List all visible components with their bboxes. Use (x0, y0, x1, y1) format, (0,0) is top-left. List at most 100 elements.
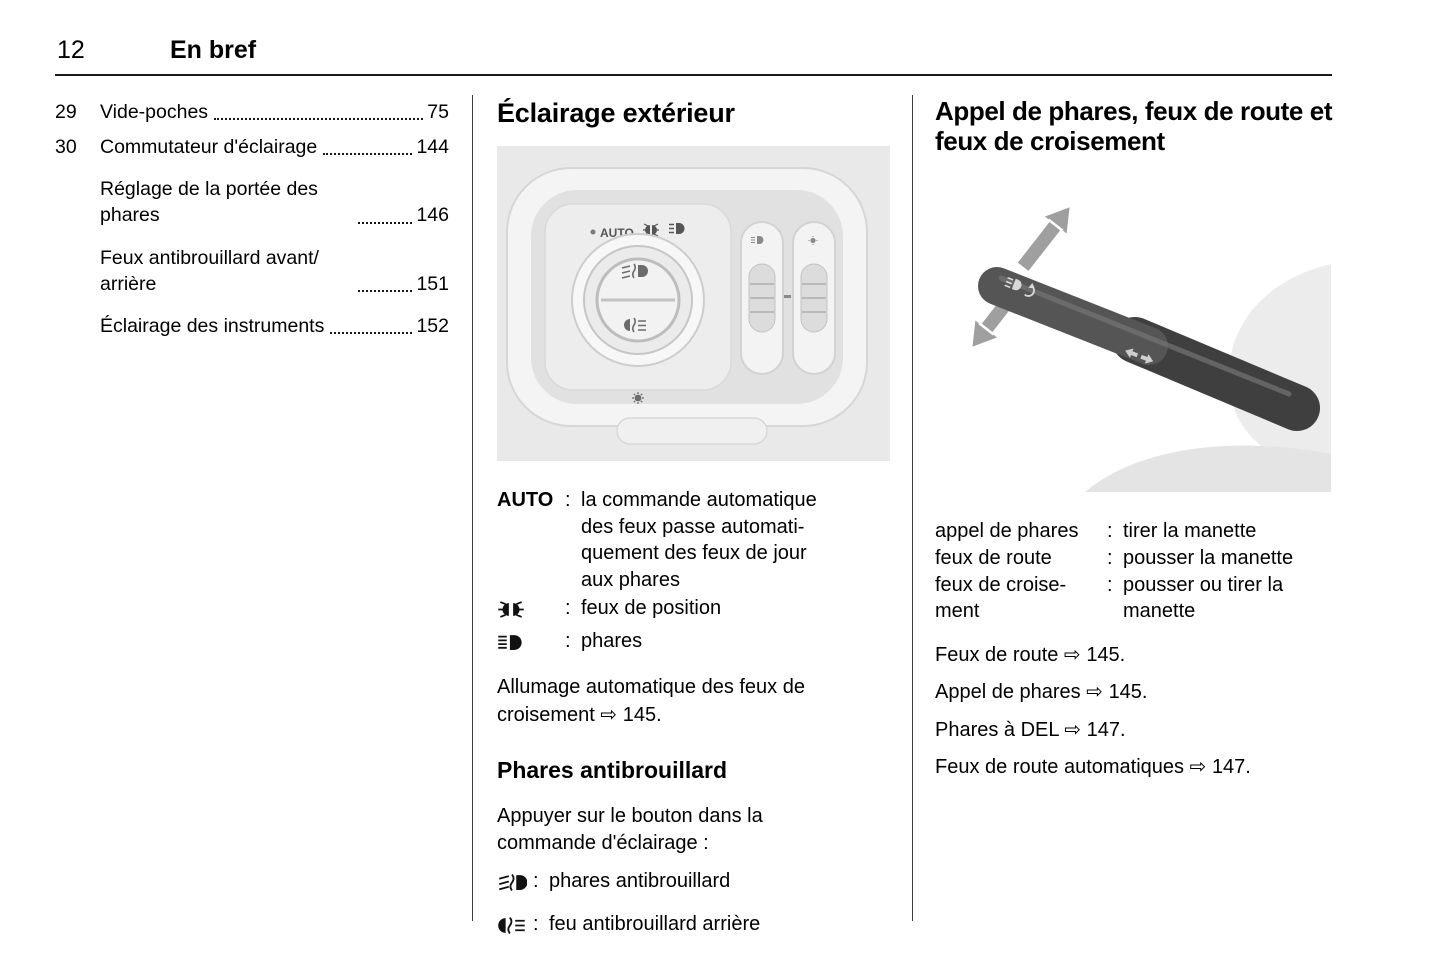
minus-marking (784, 294, 791, 298)
reference-label: Appel de phares (935, 681, 1081, 704)
reference-line: Feux de route ⇨ 145. (935, 641, 1335, 669)
toc-label: Éclairage des instruments (100, 314, 325, 337)
dimmer-thumbwheel (800, 263, 828, 333)
section-heading: Appel de phares, feux de route et feux d… (935, 96, 1333, 157)
toc-page-ref: 75 (427, 101, 449, 123)
toc-entry: 30 Commutateur d'éclairage 144 (55, 134, 449, 160)
reference-page: 145. (1108, 681, 1148, 704)
leader-dots (358, 289, 413, 292)
exterior-lighting-section: Éclairage extérieur AUTO (497, 96, 891, 944)
toc-entry: 29 Vide-poches 75 (55, 99, 449, 125)
pull-arrow-icon (1014, 204, 1073, 275)
turn-signal-arrows-icon (1125, 348, 1154, 364)
auto-low-beam-paragraph: Allumage automatique des feux de croisem… (497, 674, 879, 728)
illumination-icon (632, 391, 644, 404)
toc-entry: Réglage de la portée des phares 146 (55, 176, 449, 228)
reference-line: Appel de phares ⇨ 145. (935, 678, 1335, 706)
reference-label: Feux de route (935, 643, 1059, 666)
leader-dots (323, 153, 413, 156)
toc-page-ref: 146 (416, 204, 449, 227)
definition-row-high-beam: feux de route : pousser la manette (935, 545, 1335, 572)
page-reference-arrow-icon: ⇨ (1063, 641, 1081, 666)
definition-desc: pousser la manette (1123, 546, 1294, 569)
toc-page-ref: 152 (416, 314, 449, 337)
definition-row-rear-fog: : feu antibrouillard arrière (497, 911, 891, 942)
page-references: Feux de route ⇨ 145. Appel de phares ⇨ 1… (935, 641, 1335, 781)
definition-desc: phares antibrouillard (549, 870, 731, 893)
toc-label: Réglage de la portée des phares (100, 178, 318, 227)
reference-page: 147. (1211, 756, 1251, 779)
column-divider-left (472, 95, 473, 921)
headlights-icon (497, 628, 565, 659)
position-lights-icon (497, 595, 565, 626)
definition-desc: feux de position (581, 597, 722, 620)
reference-line: Phares à DEL ⇨ 147. (935, 716, 1335, 744)
definition-colon: : (533, 913, 539, 936)
definition-row-low-beam: feux de croise- ment : pousser ou tirer … (935, 572, 1335, 625)
beam-controls-section: Appel de phares, feux de route et feux d… (935, 96, 1335, 791)
reference-label: Phares à DEL (935, 718, 1059, 741)
definition-colon: : (1107, 520, 1113, 543)
definition-term: feux de route (935, 546, 1052, 569)
definition-desc: la commande automatique des feux passe a… (581, 488, 817, 591)
leader-dots (358, 221, 413, 224)
definition-row-front-fog: : phares antibrouillard (497, 868, 891, 899)
page-reference-arrow-icon: ⇨ (1086, 679, 1103, 704)
definition-row-headlights: : phares (497, 628, 891, 659)
definition-desc: tirer la manette (1123, 520, 1257, 543)
headlights-marking-icon (669, 222, 685, 234)
reference-page: 145. (1086, 643, 1126, 666)
turn-signal-stalk-figure (935, 168, 1331, 493)
position-lights-marking-icon (643, 223, 659, 237)
light-switch-figure: AUTO (497, 145, 890, 461)
page-reference-arrow-icon: ⇨ (1064, 716, 1082, 741)
definition-colon: : (565, 629, 571, 652)
toc-column: 29 Vide-poches 75 30 Commutateur d'éclai… (55, 99, 449, 348)
definition-desc: feu antibrouillard arrière (549, 913, 761, 936)
paragraph-text: Allumage automatique des feux de croisem… (497, 676, 805, 727)
definition-colon: : (565, 488, 571, 511)
definition-colon: : (1107, 546, 1113, 569)
toc-page-ref: 144 (416, 136, 449, 159)
page-header: 12 En bref (57, 36, 256, 65)
definition-term: AUTO (497, 488, 554, 511)
definition-term: appel de phares (935, 520, 1079, 543)
definition-term: feux de croise- ment (935, 573, 1067, 623)
reference-label: Feux de route automatiques (935, 756, 1185, 779)
page-reference-arrow-icon: ⇨ (600, 702, 618, 727)
page-reference-arrow-icon: ⇨ (1189, 754, 1207, 779)
definition-row-auto: AUTO : la commande automatique des feux … (497, 487, 891, 593)
leader-dots (330, 331, 413, 334)
definition-row-position-lights: : feux de position (497, 595, 891, 626)
dimmer-marking-icon (808, 235, 818, 245)
leveling-thumbwheel (748, 263, 776, 333)
toc-label: Feux antibrouillard avant/ arrière (100, 246, 319, 295)
toc-number: 29 (55, 101, 77, 123)
toc-label: Vide-poches (100, 101, 209, 123)
definition-colon: : (565, 597, 571, 620)
rear-fog-light-icon (497, 911, 533, 942)
definition-row-flash: appel de phares : tirer la manette (935, 518, 1335, 545)
toc-page-ref: 151 (416, 272, 449, 295)
definition-colon: : (533, 870, 539, 893)
leveling-marking-icon (751, 235, 764, 244)
toc-number: 30 (55, 136, 77, 159)
page-reference-number: 145. (622, 704, 662, 727)
definition-desc: phares (581, 629, 643, 652)
section-title: En bref (170, 36, 257, 64)
definition-colon: : (1107, 573, 1113, 596)
front-fog-lights-icon (497, 868, 533, 899)
toc-entry: Éclairage des instruments 152 (55, 313, 449, 339)
toc-entry: Feux antibrouillard avant/ arrière 151 (55, 245, 449, 297)
column-divider-right (912, 95, 913, 921)
indicator-dot (590, 229, 596, 235)
fog-instruction-paragraph: Appuyer sur le bouton dans la commande d… (497, 805, 763, 854)
headlight-flash-stalk-icon (1004, 277, 1035, 298)
toc-label: Commutateur d'éclairage (100, 136, 318, 159)
subsection-heading: Phares antibrouillard (497, 756, 728, 783)
reference-line: Feux de route automatiques ⇨ 147. (935, 753, 1335, 781)
header-rule (55, 74, 1332, 76)
page-number: 12 (57, 36, 85, 64)
leader-dots (214, 118, 424, 121)
